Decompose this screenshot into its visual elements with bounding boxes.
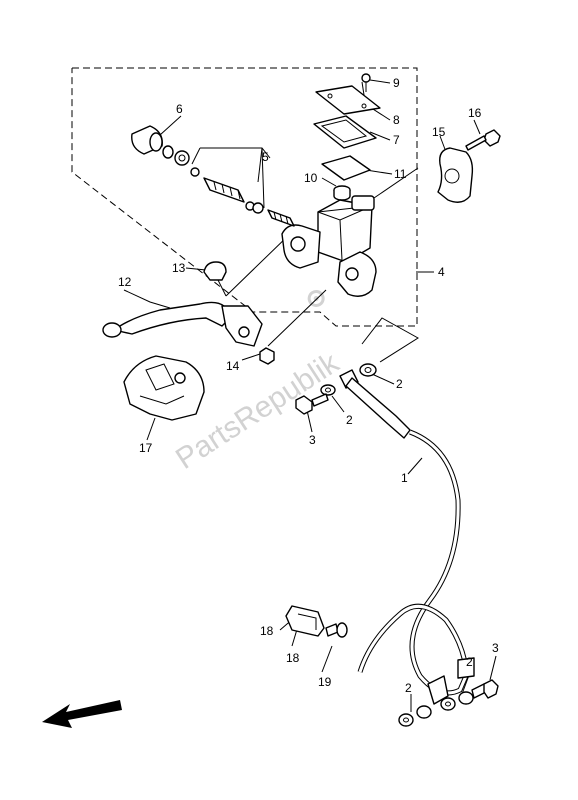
part-11-diaphragm (321, 155, 371, 181)
callout-6: 6 (176, 102, 183, 116)
leader-lines (123, 79, 497, 712)
callout-3-upper: 3 (309, 433, 316, 447)
gear-icon (307, 289, 325, 307)
callout-10: 10 (304, 171, 318, 185)
part-15-handlebar-holder (437, 147, 474, 203)
callout-15: 15 (432, 125, 446, 139)
callout-7: 7 (393, 133, 400, 147)
callout-2-lower-right: 2 (466, 655, 473, 669)
callout-16: 16 (468, 106, 482, 120)
callout-5: 5 (262, 150, 269, 164)
callout-11: 11 (394, 167, 407, 181)
callout-9: 9 (393, 76, 400, 90)
callout-19: 19 (318, 675, 332, 689)
callout-2-upper-right: 2 (396, 377, 403, 391)
part-10-float (333, 185, 351, 201)
part-16-holder-bolt (465, 129, 501, 151)
part-5-piston-kit (162, 145, 295, 227)
part-12-brake-lever (102, 301, 263, 347)
callout-17: 17 (139, 441, 153, 455)
part-7-diaphragm-holder (313, 115, 377, 149)
callout-8: 8 (393, 113, 400, 127)
part-4-master-cylinder (281, 195, 377, 297)
callout-4: 4 (438, 265, 445, 279)
front-direction-arrow-icon (42, 700, 122, 728)
part-3-union-bolt-lower (471, 679, 499, 699)
part-3-union-bolt-upper (295, 393, 329, 415)
callout-14: 14 (226, 359, 240, 373)
part-2-copper-washers-upper (320, 363, 377, 396)
part-17-brake-switch (123, 355, 205, 421)
callout-numbers: 9 8 7 11 10 6 5 15 16 4 13 12 14 2 2 3 1… (118, 76, 499, 695)
callout-13: 13 (172, 261, 186, 275)
part-2-copper-washers-lower (398, 691, 474, 727)
part-14-nut (259, 347, 275, 365)
callout-18-left: 18 (260, 624, 274, 638)
callout-12: 12 (118, 275, 132, 289)
callout-2-lower-left: 2 (405, 681, 412, 695)
assembly-boundary (71, 67, 418, 327)
callout-3-lower: 3 (492, 641, 499, 655)
callout-18-right: 18 (286, 651, 300, 665)
part-1-brake-hose (339, 369, 475, 705)
callout-2-upper-left: 2 (346, 413, 353, 427)
part-8-reservoir-cover (315, 85, 381, 115)
part-18-hose-clamp (285, 605, 325, 637)
part-9-screw (361, 73, 371, 92)
part-19-clamp-screw (325, 622, 348, 638)
callout-1: 1 (401, 471, 408, 485)
part-6-dust-boot (131, 125, 163, 155)
part-13-pivot-bolt (203, 261, 227, 297)
